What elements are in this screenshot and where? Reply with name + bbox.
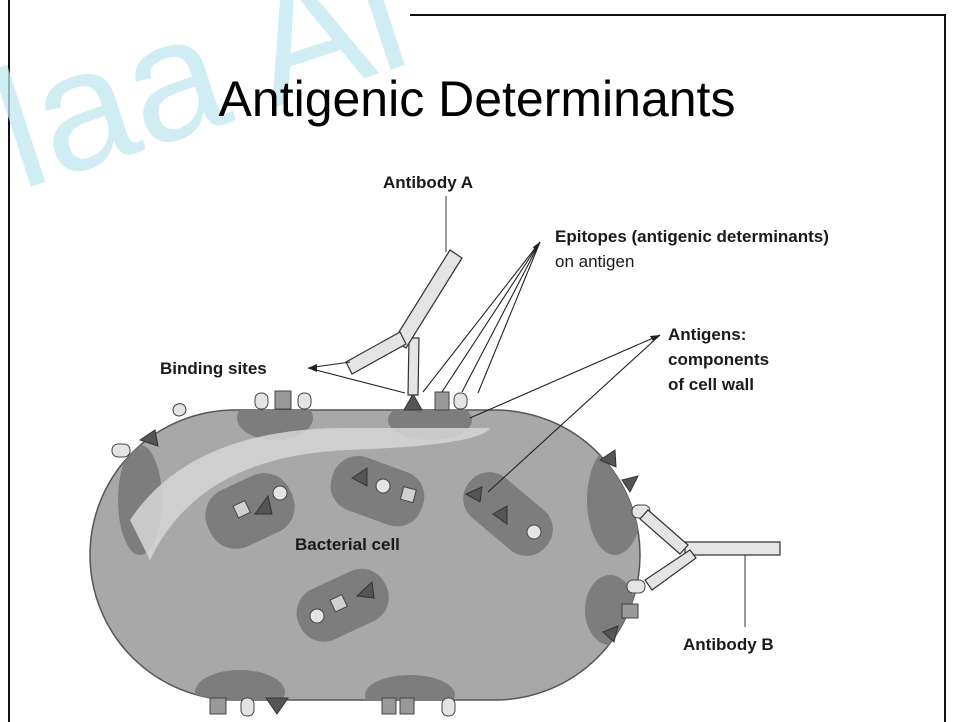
bacterial-cell	[90, 396, 643, 715]
label-epitopes-line1: Epitopes (antigenic determinants)	[555, 227, 829, 246]
label-bacterial-cell: Bacterial cell	[295, 535, 400, 554]
label-antibody-b: Antibody B	[683, 635, 774, 654]
antigen-diagram: Antibody A Epitopes (antigenic determina…	[10, 150, 944, 722]
label-binding-sites: Binding sites	[160, 359, 267, 378]
slide-title: Antigenic Determinants	[0, 70, 954, 128]
label-antigens-line1: Antigens:	[668, 325, 746, 344]
antibody-b	[640, 510, 780, 627]
label-epitopes-line2: on antigen	[555, 252, 634, 271]
label-antigens-line3: of cell wall	[668, 375, 754, 394]
cell-wall-patch	[195, 670, 285, 714]
label-antigens-line2: components	[668, 350, 769, 369]
label-antibody-a: Antibody A	[383, 173, 473, 192]
